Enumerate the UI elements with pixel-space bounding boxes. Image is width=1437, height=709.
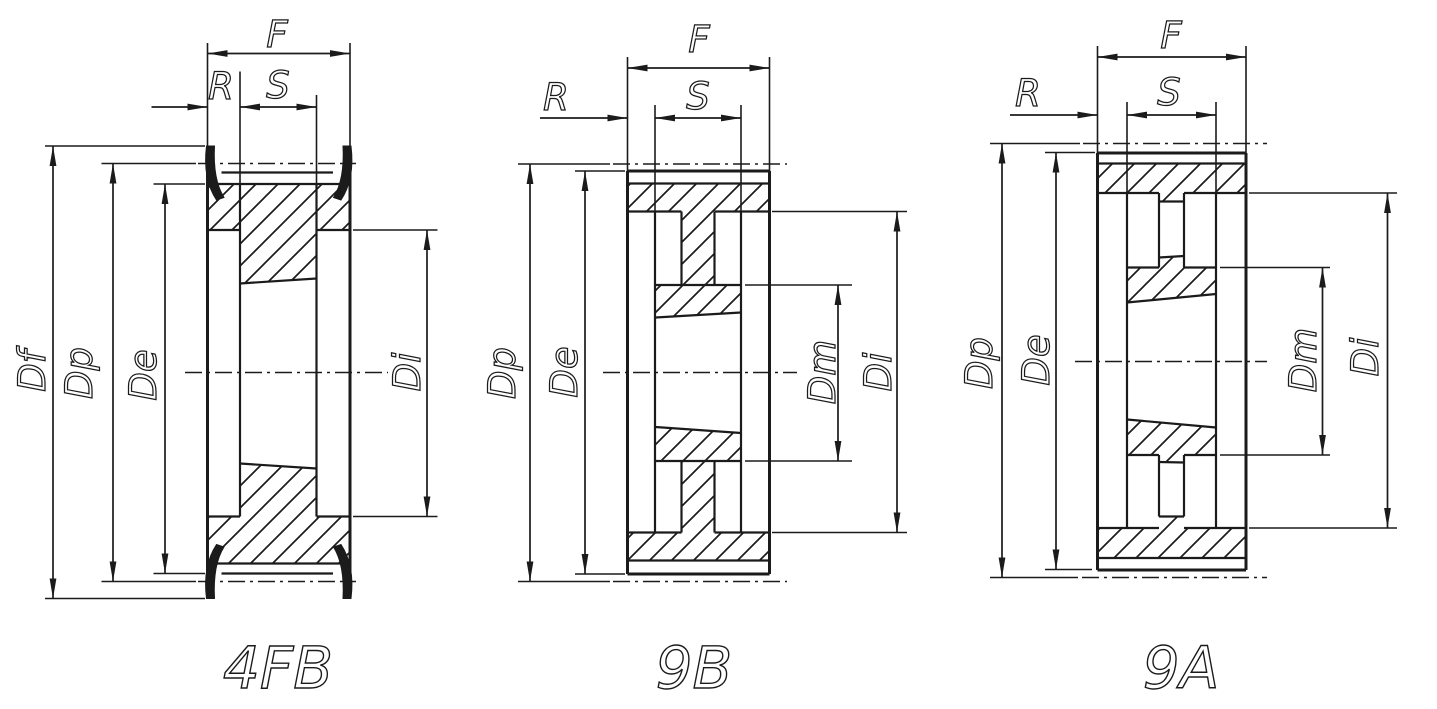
dim-label-de: De	[543, 346, 586, 397]
body-outline-thick	[206, 146, 352, 599]
dimension-lines	[998, 53, 1391, 578]
dimension-labels: F R S Dp De Dm Di	[957, 13, 1387, 393]
dim-label-dm: Dm	[801, 340, 844, 405]
dim-label-di: Di	[1344, 337, 1387, 376]
extension-lines	[518, 57, 907, 583]
dim-label-dm: Dm	[1282, 328, 1325, 393]
dimension-lines	[526, 64, 901, 582]
extension-lines	[990, 46, 1397, 579]
dim-label-dp: Dp	[481, 347, 524, 399]
flange-bottom-left	[205, 543, 225, 599]
hatched-sections	[1097, 163, 1246, 558]
hatched-sections	[627, 183, 770, 561]
dim-label-s: S	[266, 64, 290, 107]
dim-label-f: F	[688, 18, 710, 61]
dim-label-de: De	[122, 349, 165, 400]
body-outline	[627, 182, 770, 562]
belt-flanges	[205, 145, 353, 599]
centerlines	[603, 163, 797, 583]
dimension-lines	[49, 50, 431, 599]
dim-label-di: Di	[386, 352, 429, 391]
extension-lines	[45, 43, 438, 600]
dim-label-dp: Dp	[58, 347, 101, 399]
body-outline	[1097, 162, 1246, 560]
dim-label-r: R	[208, 65, 234, 108]
dim-label-df: Df	[11, 345, 54, 391]
hatched-sections	[207, 184, 350, 564]
dim-label-r: R	[543, 76, 569, 119]
dimension-labels: F R S Df Dp De Di	[10, 12, 429, 401]
flange-top-right	[332, 145, 353, 201]
dimension-labels: F R S Dp De Dm Di	[480, 17, 900, 405]
body-outline	[207, 171, 350, 575]
centerlines	[1075, 142, 1267, 579]
dim-label-dp: Dp	[958, 337, 1001, 389]
dim-label-s: S	[1157, 71, 1181, 114]
figure-4fb: F R S Df Dp De Di 4FB	[10, 12, 438, 703]
figure-caption-4fb: 4FB	[223, 634, 333, 702]
flange-bottom-right	[332, 543, 353, 599]
body-outline-thick	[626, 169, 771, 576]
figure-9b: F R S Dp De Dm Di 9B	[480, 17, 907, 703]
figure-caption-9b: 9B	[656, 634, 733, 702]
figure-9a: F R S Dp De Dm Di 9A	[957, 13, 1397, 703]
dim-label-f: F	[1160, 14, 1182, 57]
centerlines	[185, 162, 388, 583]
dim-label-f: F	[266, 13, 288, 56]
dim-label-r: R	[1015, 72, 1041, 115]
dim-label-s: S	[686, 75, 710, 118]
dim-label-de: De	[1015, 334, 1058, 385]
flange-top-left	[205, 145, 225, 201]
figure-caption-9a: 9A	[1143, 634, 1220, 702]
dim-label-di: Di	[857, 352, 900, 391]
body-outline-thick	[1096, 151, 1248, 572]
